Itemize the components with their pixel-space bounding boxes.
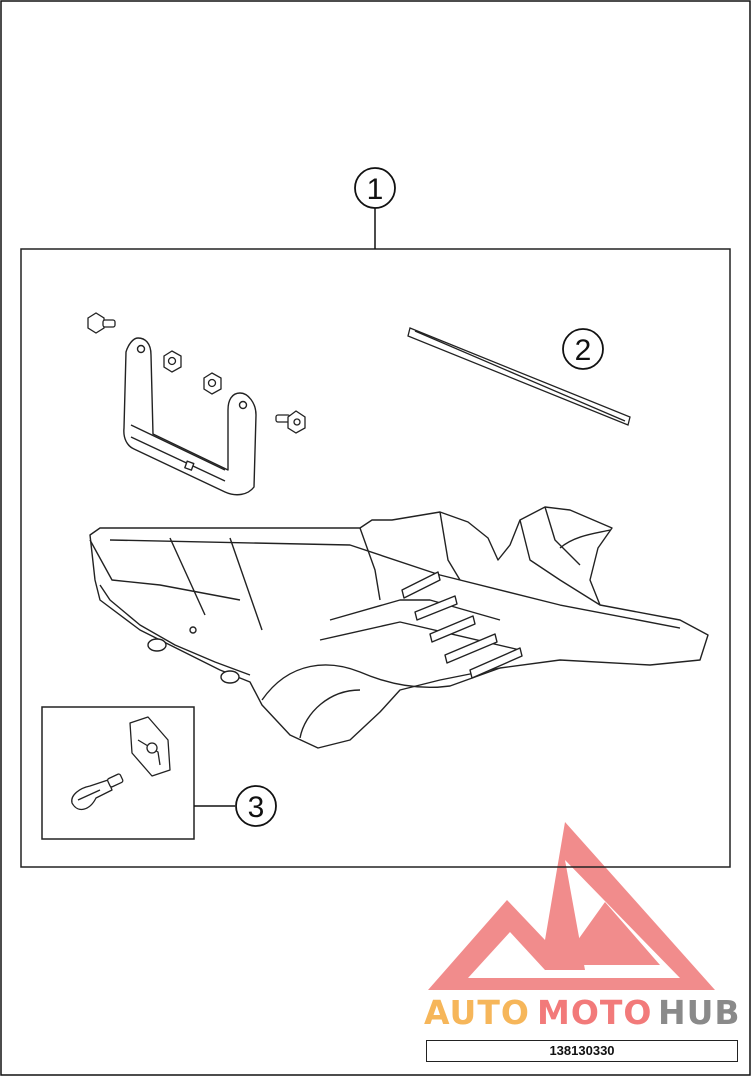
watermark-moto: MOTO (537, 993, 652, 1032)
watermark-text: AUTO MOTO HUB (424, 993, 741, 1032)
callout-1: 1 (354, 167, 396, 249)
callout-2-label: 2 (575, 334, 592, 367)
skid-plate (89, 506, 709, 749)
small-parts-box (41, 706, 195, 840)
callout-3: 3 (194, 785, 277, 827)
callout-2: 2 (562, 328, 604, 370)
hardware-fasteners (87, 312, 306, 434)
watermark-logo (428, 822, 715, 990)
clip-nut-and-screw (71, 716, 171, 811)
watermark-auto: AUTO (424, 993, 530, 1032)
callout-3-label: 3 (248, 791, 265, 824)
callout-1-label: 1 (367, 173, 384, 206)
watermark-hub: HUB (658, 993, 741, 1032)
mounting-bracket (123, 337, 257, 496)
part-number-label: 138130330 (426, 1040, 738, 1062)
rubber-strip (407, 327, 631, 426)
